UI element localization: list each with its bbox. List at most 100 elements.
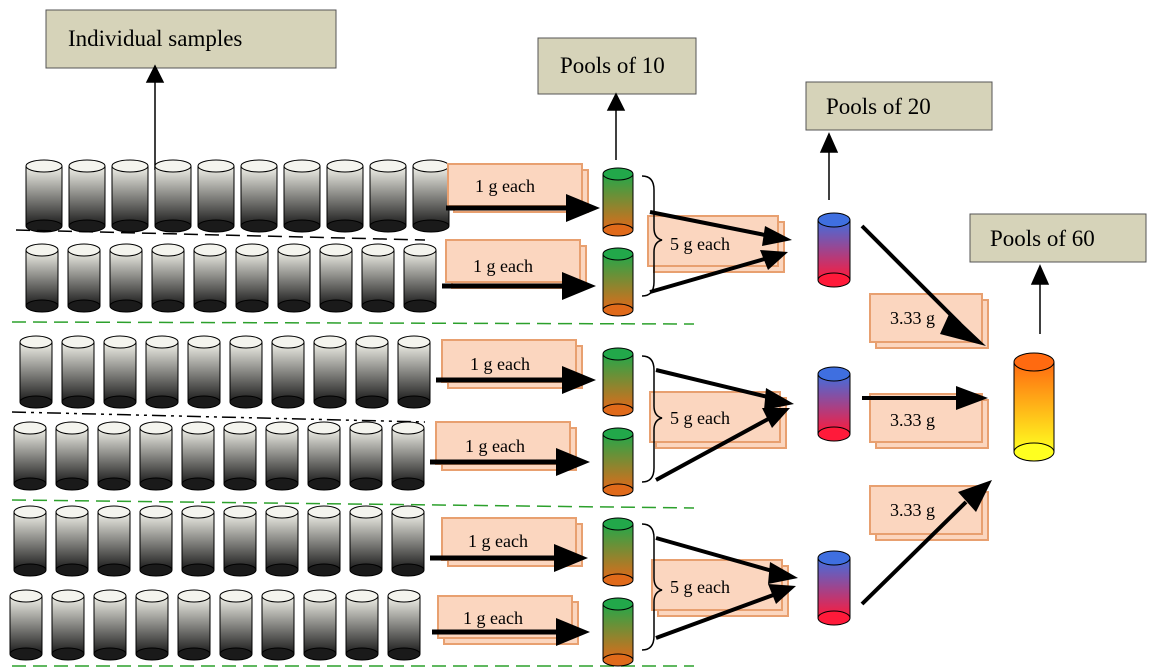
sample-tube — [181, 505, 215, 577]
sample-tube — [139, 421, 173, 491]
sample-tube — [25, 159, 63, 233]
pool10-tube — [602, 167, 634, 237]
brace-3 — [641, 523, 663, 651]
sample-tube — [313, 335, 347, 409]
title-individual-text: Individual samples — [68, 26, 242, 51]
separator-green-2 — [11, 499, 695, 509]
sample-tube — [61, 335, 95, 409]
individual-sample-tubes — [9, 159, 450, 661]
sample-tube — [97, 421, 131, 491]
title-pools10-text: Pools of 10 — [560, 53, 665, 78]
label-1g-text: 1 g each — [465, 436, 525, 456]
sample-tube — [349, 505, 383, 577]
sample-tube — [412, 159, 450, 233]
arrowheads-to-pools20 — [760, 226, 798, 604]
sample-tube — [13, 505, 47, 577]
sample-tube — [177, 589, 211, 661]
sample-tube — [403, 243, 437, 313]
sample-tube — [187, 335, 221, 409]
arrowheads-to-pools10 — [554, 194, 600, 646]
sample-tube — [361, 243, 395, 313]
arrowheads-to-pool60 — [940, 312, 992, 512]
separator-dashed-1 — [15, 229, 426, 241]
sample-tube — [391, 421, 425, 491]
sample-tube — [229, 335, 263, 409]
sample-tube — [13, 421, 47, 491]
label-333-text: 3.33 g — [890, 308, 935, 328]
sample-tube — [145, 335, 179, 409]
sample-tube — [397, 335, 431, 409]
sample-tube — [197, 159, 235, 233]
title-individual-samples: Individual samples — [45, 9, 337, 69]
label-333-text: 3.33 g — [890, 500, 935, 520]
label-1g-text: 1 g each — [475, 176, 535, 196]
sample-tube — [109, 243, 143, 313]
pool10-tube — [602, 247, 634, 317]
pool10-tubes — [602, 167, 634, 667]
label-5g-text: 5 g each — [670, 234, 730, 254]
braces — [641, 175, 663, 651]
one-gram-boxes: 1 g each 1 g each 1 g each 1 g each 1 g … — [435, 163, 589, 645]
five-gram-boxes: 5 g each 5 g each 5 g each — [647, 215, 789, 617]
sample-tube — [235, 243, 269, 313]
sample-tube — [103, 335, 137, 409]
pool10-tube — [602, 347, 634, 417]
sample-tube — [271, 335, 305, 409]
sample-tube — [219, 589, 253, 661]
sample-tube — [154, 159, 192, 233]
sample-tube — [193, 243, 227, 313]
sample-tube — [326, 159, 364, 233]
separators — [11, 229, 695, 667]
sample-tube — [181, 421, 215, 491]
sample-tube — [55, 505, 89, 577]
label-5g-text: 5 g each — [670, 408, 730, 428]
separator-dashdot — [11, 411, 426, 423]
sample-tube — [307, 505, 341, 577]
sample-tube — [349, 421, 383, 491]
sample-tube — [283, 159, 321, 233]
pool20-tubes — [817, 212, 851, 626]
sample-tube — [240, 159, 278, 233]
pool20-tube — [817, 366, 851, 442]
sample-tube — [277, 243, 311, 313]
label-5g-text: 5 g each — [670, 577, 730, 597]
sample-tube — [55, 421, 89, 491]
title-pools-of-10: Pools of 10 — [537, 37, 697, 95]
title-pools-of-60: Pools of 60 — [969, 213, 1147, 263]
label-1g-text: 1 g each — [473, 256, 533, 276]
title-pools-of-20: Pools of 20 — [805, 81, 993, 131]
label-333-text: 3.33 g — [890, 410, 935, 430]
arrows-to-pool60 — [860, 224, 968, 606]
sample-tube — [307, 421, 341, 491]
label-1g-text: 1 g each — [468, 531, 528, 551]
separator-green-1 — [11, 321, 695, 325]
sample-tube — [68, 159, 106, 233]
sample-tube — [261, 589, 295, 661]
sample-tube — [51, 589, 85, 661]
title-pools60-text: Pools of 60 — [990, 226, 1095, 251]
pool10-tube — [602, 427, 634, 497]
sample-tube — [19, 335, 53, 409]
title-arrows — [145, 64, 1050, 334]
label-box-1g-row1: 1 g each — [447, 163, 589, 213]
sample-tube — [151, 243, 185, 313]
label-1g-text: 1 g each — [463, 608, 523, 628]
sample-tube — [355, 335, 389, 409]
arrows-to-pools20 — [649, 210, 777, 640]
pool20-tube — [817, 212, 851, 288]
sample-tube — [319, 243, 353, 313]
sample-tube — [139, 505, 173, 577]
sample-tube — [303, 589, 337, 661]
sample-tube — [369, 159, 407, 233]
sample-tube — [265, 505, 299, 577]
label-box-5g-1: 5 g each — [647, 215, 785, 273]
sample-tube — [93, 589, 127, 661]
brace-1 — [641, 175, 663, 297]
arrows-to-pools10 — [430, 205, 570, 635]
sample-tube — [97, 505, 131, 577]
sample-tube — [387, 589, 421, 661]
pool10-tube — [602, 517, 634, 587]
sample-tube — [67, 243, 101, 313]
sample-tube — [345, 589, 379, 661]
